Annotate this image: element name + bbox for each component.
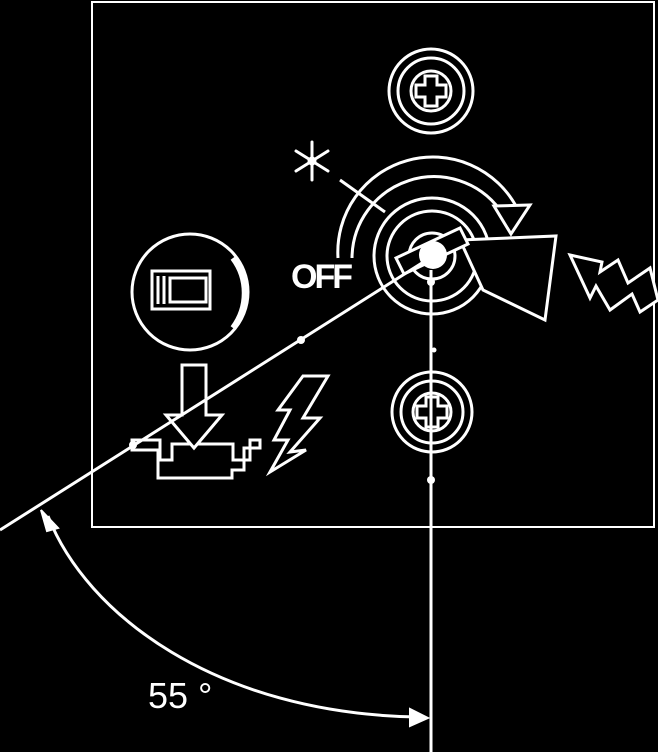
angle-label: 55 ° <box>148 675 212 716</box>
button-plate-icon <box>130 232 250 352</box>
lightning-bolt-icon <box>265 374 331 477</box>
rotary-knob <box>372 196 558 323</box>
off-label: OFF <box>291 258 352 296</box>
lightning-bolt-icon <box>567 252 658 315</box>
snowflake-icon <box>294 140 330 182</box>
angle-reference-lines <box>0 254 434 752</box>
rotation-arrow-icon <box>336 155 533 259</box>
snowflake-leader-line <box>339 178 386 214</box>
panel-outline <box>91 1 655 528</box>
screw-head-icon <box>387 47 475 135</box>
angle-arc <box>40 509 431 728</box>
reference-dots <box>129 278 437 484</box>
